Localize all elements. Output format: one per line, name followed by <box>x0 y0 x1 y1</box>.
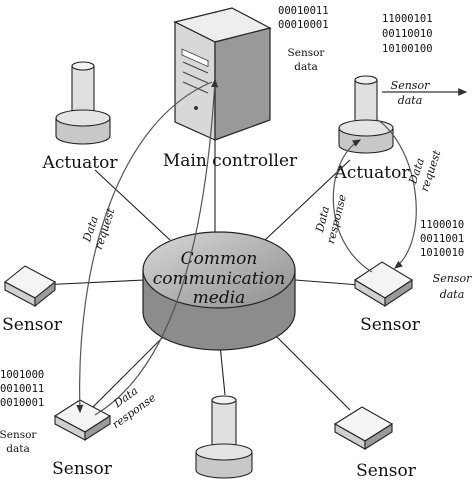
sensor-right-label: Sensor <box>360 315 421 335</box>
link-sensor-bottom-right <box>269 329 351 411</box>
sensor-bottom-left-bits-3: 0010001 <box>0 397 44 409</box>
link-sensor-left <box>39 279 146 286</box>
sensor-right-bits-3: 1010010 <box>420 247 464 259</box>
sensor-right-data-label-1: Sensor <box>433 272 472 285</box>
sensor-bottom-left-bits-2: 0010011 <box>0 383 44 395</box>
sensor-right-bits-1: 1100010 <box>420 219 464 231</box>
sensor-left-label: Sensor <box>2 315 63 335</box>
sensor-right-data-label-2: data <box>440 288 465 301</box>
hub-label-line-3: media <box>193 288 246 308</box>
communication-hub: Common communication media <box>142 231 296 351</box>
server-icon <box>173 7 272 141</box>
top-right-bits-3: 10100100 <box>382 43 433 55</box>
link-sensor-right <box>294 279 361 286</box>
connection-lines <box>39 140 361 411</box>
controller-label: Main controller <box>163 151 298 171</box>
top-right-bits-2: 00110010 <box>382 28 433 40</box>
top-right-data-label-2: data <box>398 94 423 107</box>
sensor-bottom-left-icon <box>53 399 112 442</box>
sensor-bottom-left-bits-1: 1001000 <box>0 369 44 381</box>
controller-bits-2: 00010001 <box>278 19 329 31</box>
link-sensor-bottom-left <box>89 329 171 411</box>
sensor-left-icon <box>4 265 56 308</box>
controller-data-label-1: Sensor <box>288 47 326 59</box>
sensor-right-bits-2: 0011001 <box>420 233 464 245</box>
link-actuator-bottom <box>219 344 226 396</box>
controller-data-label-2: data <box>294 61 317 73</box>
actuator-right-icon <box>338 75 394 154</box>
controller-bits-1: 00010011 <box>278 5 329 17</box>
right-response-flow <box>332 139 373 273</box>
sensor-bottom-left-data-label-2: data <box>6 443 29 455</box>
actuator-left-icon <box>55 61 111 145</box>
link-actuator-right <box>264 159 351 241</box>
sensor-right-icon <box>353 261 414 308</box>
hub-label-line-2: communication <box>153 269 285 289</box>
right-request-flow <box>377 119 417 269</box>
top-right-data-label-1: Sensor <box>391 79 430 92</box>
sensor-bottom-right-icon <box>333 406 394 450</box>
sensor-bottom-left-data-label-1: Sensor <box>0 429 37 441</box>
actuator-left-label: Actuator <box>42 153 119 173</box>
actuator-bottom-icon <box>195 395 253 479</box>
hub-label-line-1: Common <box>181 249 258 269</box>
link-actuator-left <box>94 169 171 241</box>
actuator-right-label: Actuator <box>334 163 411 183</box>
sensor-bottom-left-label: Sensor <box>52 459 113 479</box>
sensor-bottom-right-label: Sensor <box>356 461 417 481</box>
right-response-label-1: Data <box>313 205 332 235</box>
left-request-flow <box>76 81 213 414</box>
left-response-flow <box>94 78 219 416</box>
top-right-bits-1: 11000101 <box>382 13 433 25</box>
